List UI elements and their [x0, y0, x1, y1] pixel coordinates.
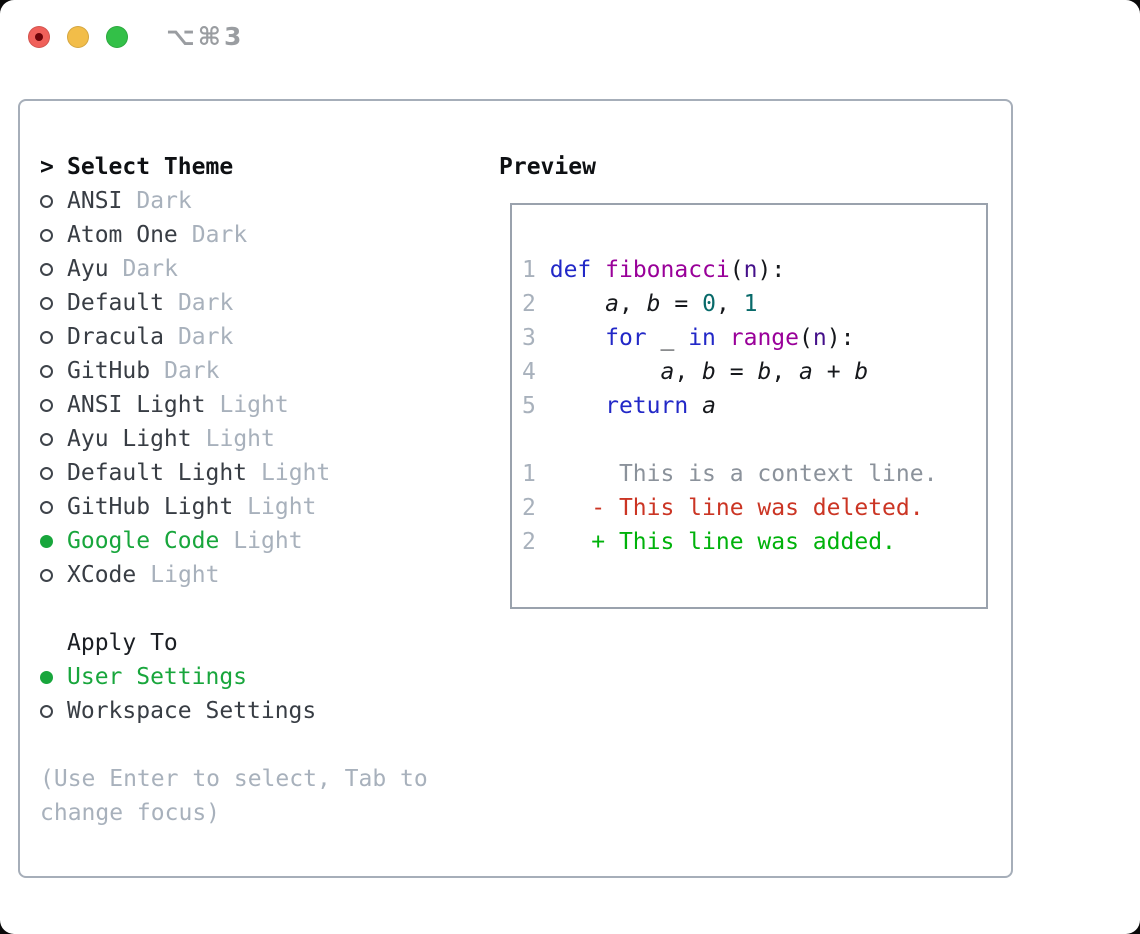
theme-variant: Light	[247, 494, 317, 520]
preview-line: 2 + This line was added.	[522, 529, 896, 555]
radio-icon	[40, 330, 53, 344]
theme-name: Atom One	[67, 222, 178, 248]
theme-name: Google Code	[67, 528, 220, 554]
maximize-icon[interactable]	[106, 26, 128, 48]
theme-variant: Dark	[122, 256, 178, 282]
help-text: (Use Enter to select, Tab to change focu…	[40, 766, 428, 826]
theme-variant: Dark	[177, 324, 234, 350]
theme-name: XCode	[67, 562, 137, 588]
preview-line	[522, 423, 976, 457]
theme-option[interactable]: XCode Light	[40, 558, 480, 592]
radio-icon	[40, 466, 53, 480]
theme-name: Ayu	[67, 256, 109, 282]
minimize-icon[interactable]	[67, 26, 89, 48]
radio-icon	[40, 194, 53, 208]
theme-variant: Dark	[164, 358, 220, 384]
preview-line	[522, 219, 976, 253]
theme-option[interactable]: GitHub Dark	[40, 354, 480, 388]
theme-name: Default	[67, 290, 164, 316]
theme-option[interactable]: Ayu Light Light	[40, 422, 480, 456]
theme-option[interactable]: Default Dark	[40, 286, 480, 320]
theme-option[interactable]: ANSI Dark	[40, 184, 480, 218]
radio-icon	[40, 432, 53, 446]
preview-pane: 1 def fibonacci(n): 2 a, b = 0, 1 3 for _ …	[510, 203, 988, 609]
theme-name: ANSI Light	[67, 392, 206, 418]
theme-variant: Light	[233, 528, 303, 554]
theme-variant: Dark	[136, 188, 192, 214]
theme-name: Ayu Light	[67, 426, 192, 452]
theme-name: GitHub	[67, 358, 151, 384]
window-controls	[28, 26, 128, 48]
window-title: ⌥⌘3	[166, 22, 245, 51]
apply-to-option[interactable]: Workspace Settings	[40, 694, 480, 728]
apply-to-option[interactable]: User Settings	[40, 660, 480, 694]
theme-option[interactable]: Dracula Dark	[40, 320, 480, 354]
theme-variant: Dark	[191, 222, 248, 248]
radio-icon	[40, 228, 53, 242]
radio-icon	[40, 568, 53, 582]
title-bar: ⌥⌘3	[0, 0, 1140, 99]
preview-line: 5 return a	[522, 393, 716, 419]
radio-icon	[40, 364, 53, 378]
theme-name: ANSI	[67, 188, 123, 214]
theme-list: > Select Theme ANSI Dark Atom One Dark A…	[40, 150, 480, 830]
apply-to-header: Apply To	[40, 626, 480, 660]
theme-name: Dracula	[67, 324, 164, 350]
theme-option[interactable]: Atom One Dark	[40, 218, 480, 252]
theme-option[interactable]: ANSI Light Light	[40, 388, 480, 422]
preview-line	[522, 559, 976, 593]
theme-option[interactable]: Ayu Dark	[40, 252, 480, 286]
spacer	[40, 592, 480, 626]
radio-icon	[40, 500, 53, 514]
select-theme-header: > Select Theme	[40, 150, 480, 184]
close-icon[interactable]	[28, 26, 50, 48]
radio-selected-icon	[40, 670, 53, 684]
theme-option[interactable]: GitHub Light Light	[40, 490, 480, 524]
preview-line: 4 a, b = b, a + b	[522, 359, 869, 385]
theme-name: GitHub Light	[67, 494, 234, 520]
theme-option[interactable]: Default Light Light	[40, 456, 480, 490]
select-theme-label: Select Theme	[67, 154, 234, 180]
radio-icon	[40, 398, 53, 412]
theme-variant: Light	[219, 392, 289, 418]
theme-variant: Light	[261, 460, 331, 486]
theme-variant: Light	[150, 562, 220, 588]
spacer	[40, 728, 480, 762]
preview-line: 3 for _ in range(n):	[522, 325, 855, 351]
preview-line: 1 This is a context line.	[522, 461, 938, 487]
preview-line: 2 - This line was deleted.	[522, 495, 924, 521]
theme-variant: Light	[205, 426, 275, 452]
preview-line: 1 def fibonacci(n):	[522, 257, 786, 283]
apply-option-label: User Settings	[67, 664, 248, 690]
theme-variant: Dark	[177, 290, 234, 316]
theme-name: Default Light	[67, 460, 248, 486]
preview-line: 2 a, b = 0, 1	[522, 291, 758, 317]
radio-icon	[40, 704, 53, 718]
preview-label: Preview	[499, 154, 596, 180]
radio-icon	[40, 262, 53, 276]
apply-option-label: Workspace Settings	[67, 698, 317, 724]
theme-picker-panel: > Select Theme ANSI Dark Atom One Dark A…	[18, 99, 1013, 878]
radio-selected-icon	[40, 534, 53, 548]
apply-to-label: Apply To	[67, 630, 178, 656]
radio-icon	[40, 296, 53, 310]
theme-option[interactable]: Google Code Light	[40, 524, 480, 558]
selection-caret-icon: >	[40, 154, 54, 180]
